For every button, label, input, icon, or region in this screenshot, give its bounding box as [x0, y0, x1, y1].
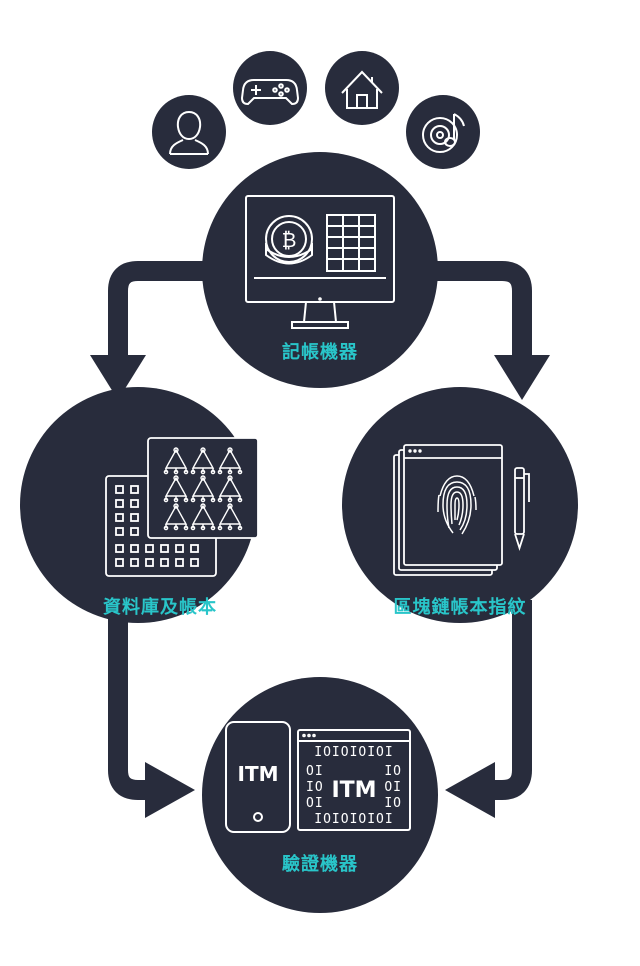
top-icon-user — [152, 95, 226, 169]
fingerprint-label: 區塊鏈帳本指紋 — [394, 596, 527, 618]
node-fingerprint: 區塊鏈帳本指紋 — [342, 387, 578, 623]
binary-left-3: OI — [306, 796, 324, 811]
fingerprint-document-icon — [393, 444, 530, 576]
phone-browser-itm-icon — [225, 721, 411, 833]
top-icon-gamepad — [233, 51, 307, 125]
binary-row-bottom: IOIOIOIOI — [314, 812, 393, 827]
browser-window — [297, 729, 411, 831]
arrow-recorder-to-fingerprint — [430, 261, 532, 360]
arrowhead-left-down — [90, 355, 146, 400]
binary-row-top: IOIOIOIOI — [314, 745, 393, 760]
svg-text:₿: ₿ — [282, 228, 297, 252]
node-verifier: ITM IOIOIOIOI OI IO IO OI OI IO IOIOIOIO… — [202, 677, 438, 913]
node-recorder: ₿ 記帳機器 — [202, 152, 438, 388]
arrow-heads — [90, 355, 550, 818]
arrow-fingerprint-to-verifier — [492, 600, 532, 800]
merkle-trees — [163, 447, 243, 531]
verifier-label: 驗證機器 — [282, 853, 358, 875]
node-database: 資料庫及帳本 — [20, 387, 259, 623]
database-ledger-icon — [105, 437, 259, 577]
binary-right-1: IO — [384, 764, 402, 779]
phone-itm-text: ITM — [238, 762, 279, 786]
binary-left-2: IO — [306, 780, 324, 795]
arrowhead-bottom-right — [445, 762, 495, 818]
binary-left-1: OI — [306, 764, 324, 779]
gamepad-icon — [240, 79, 300, 106]
binary-right-3: IO — [384, 796, 402, 811]
pen-icon — [514, 467, 530, 551]
flow-arrows — [108, 261, 532, 800]
fingerprint-icon — [437, 475, 477, 535]
arrow-recorder-to-database — [108, 261, 210, 360]
arrowhead-right-down — [494, 355, 550, 400]
binary-grid: IOIOIOIOI OI IO IO OI OI IO IOIOIOIOI — [306, 745, 402, 827]
arrowhead-bottom-left — [145, 762, 195, 818]
database-label: 資料庫及帳本 — [103, 596, 217, 618]
database-cells — [115, 485, 199, 567]
user-icon — [169, 110, 209, 155]
binary-right-2: OI — [384, 780, 402, 795]
top-icon-home — [325, 51, 399, 125]
arrow-database-to-verifier — [108, 600, 148, 800]
top-icon-music — [406, 95, 480, 169]
recorder-label: 記帳機器 — [282, 341, 358, 363]
music-disc-icon — [422, 113, 465, 153]
phone-icon — [225, 721, 291, 833]
monitor-bitcoin-icon: ₿ — [245, 195, 395, 329]
browser-itm-text: ITM — [331, 778, 376, 803]
home-icon — [341, 70, 383, 109]
